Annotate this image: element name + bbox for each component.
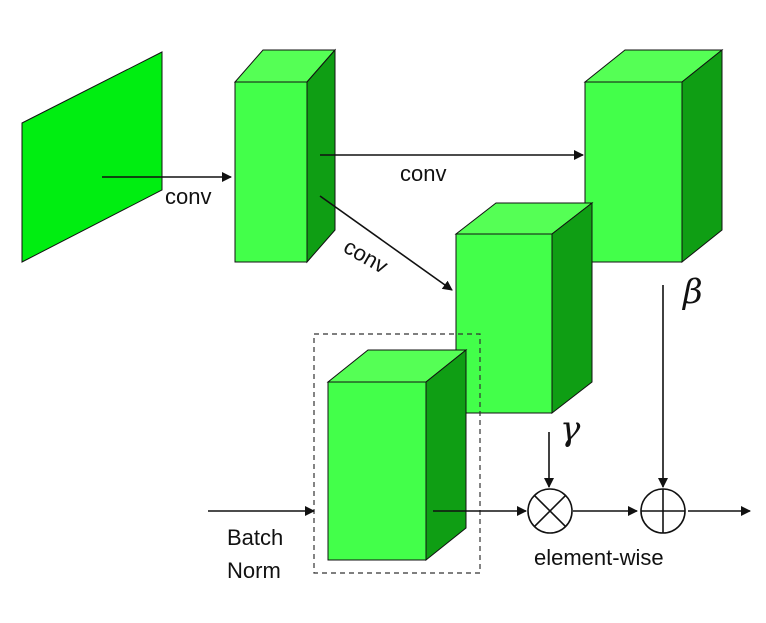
gamma-feature-block (454, 201, 594, 415)
batch-norm-box (313, 333, 481, 574)
batch-norm-label-line1: Batch (227, 525, 283, 550)
element-wise-label: element-wise (534, 545, 664, 570)
shared-feature-block (233, 48, 337, 264)
multiply-operator-icon (527, 488, 573, 534)
batch-norm-label-line2: Norm (227, 558, 281, 583)
input-map-plane (21, 51, 163, 263)
conv-label-beta: conv (400, 161, 446, 186)
normalized-activation-block (326, 348, 468, 562)
conv-label-gamma: conv (340, 234, 393, 279)
beta-label: β (681, 272, 703, 312)
beta-feature-block (583, 48, 724, 264)
gamma-conv-arrow (319, 195, 453, 291)
add-operator-icon (640, 488, 686, 534)
gamma-label: γ (560, 409, 581, 449)
conv-label-input: conv (165, 184, 211, 209)
